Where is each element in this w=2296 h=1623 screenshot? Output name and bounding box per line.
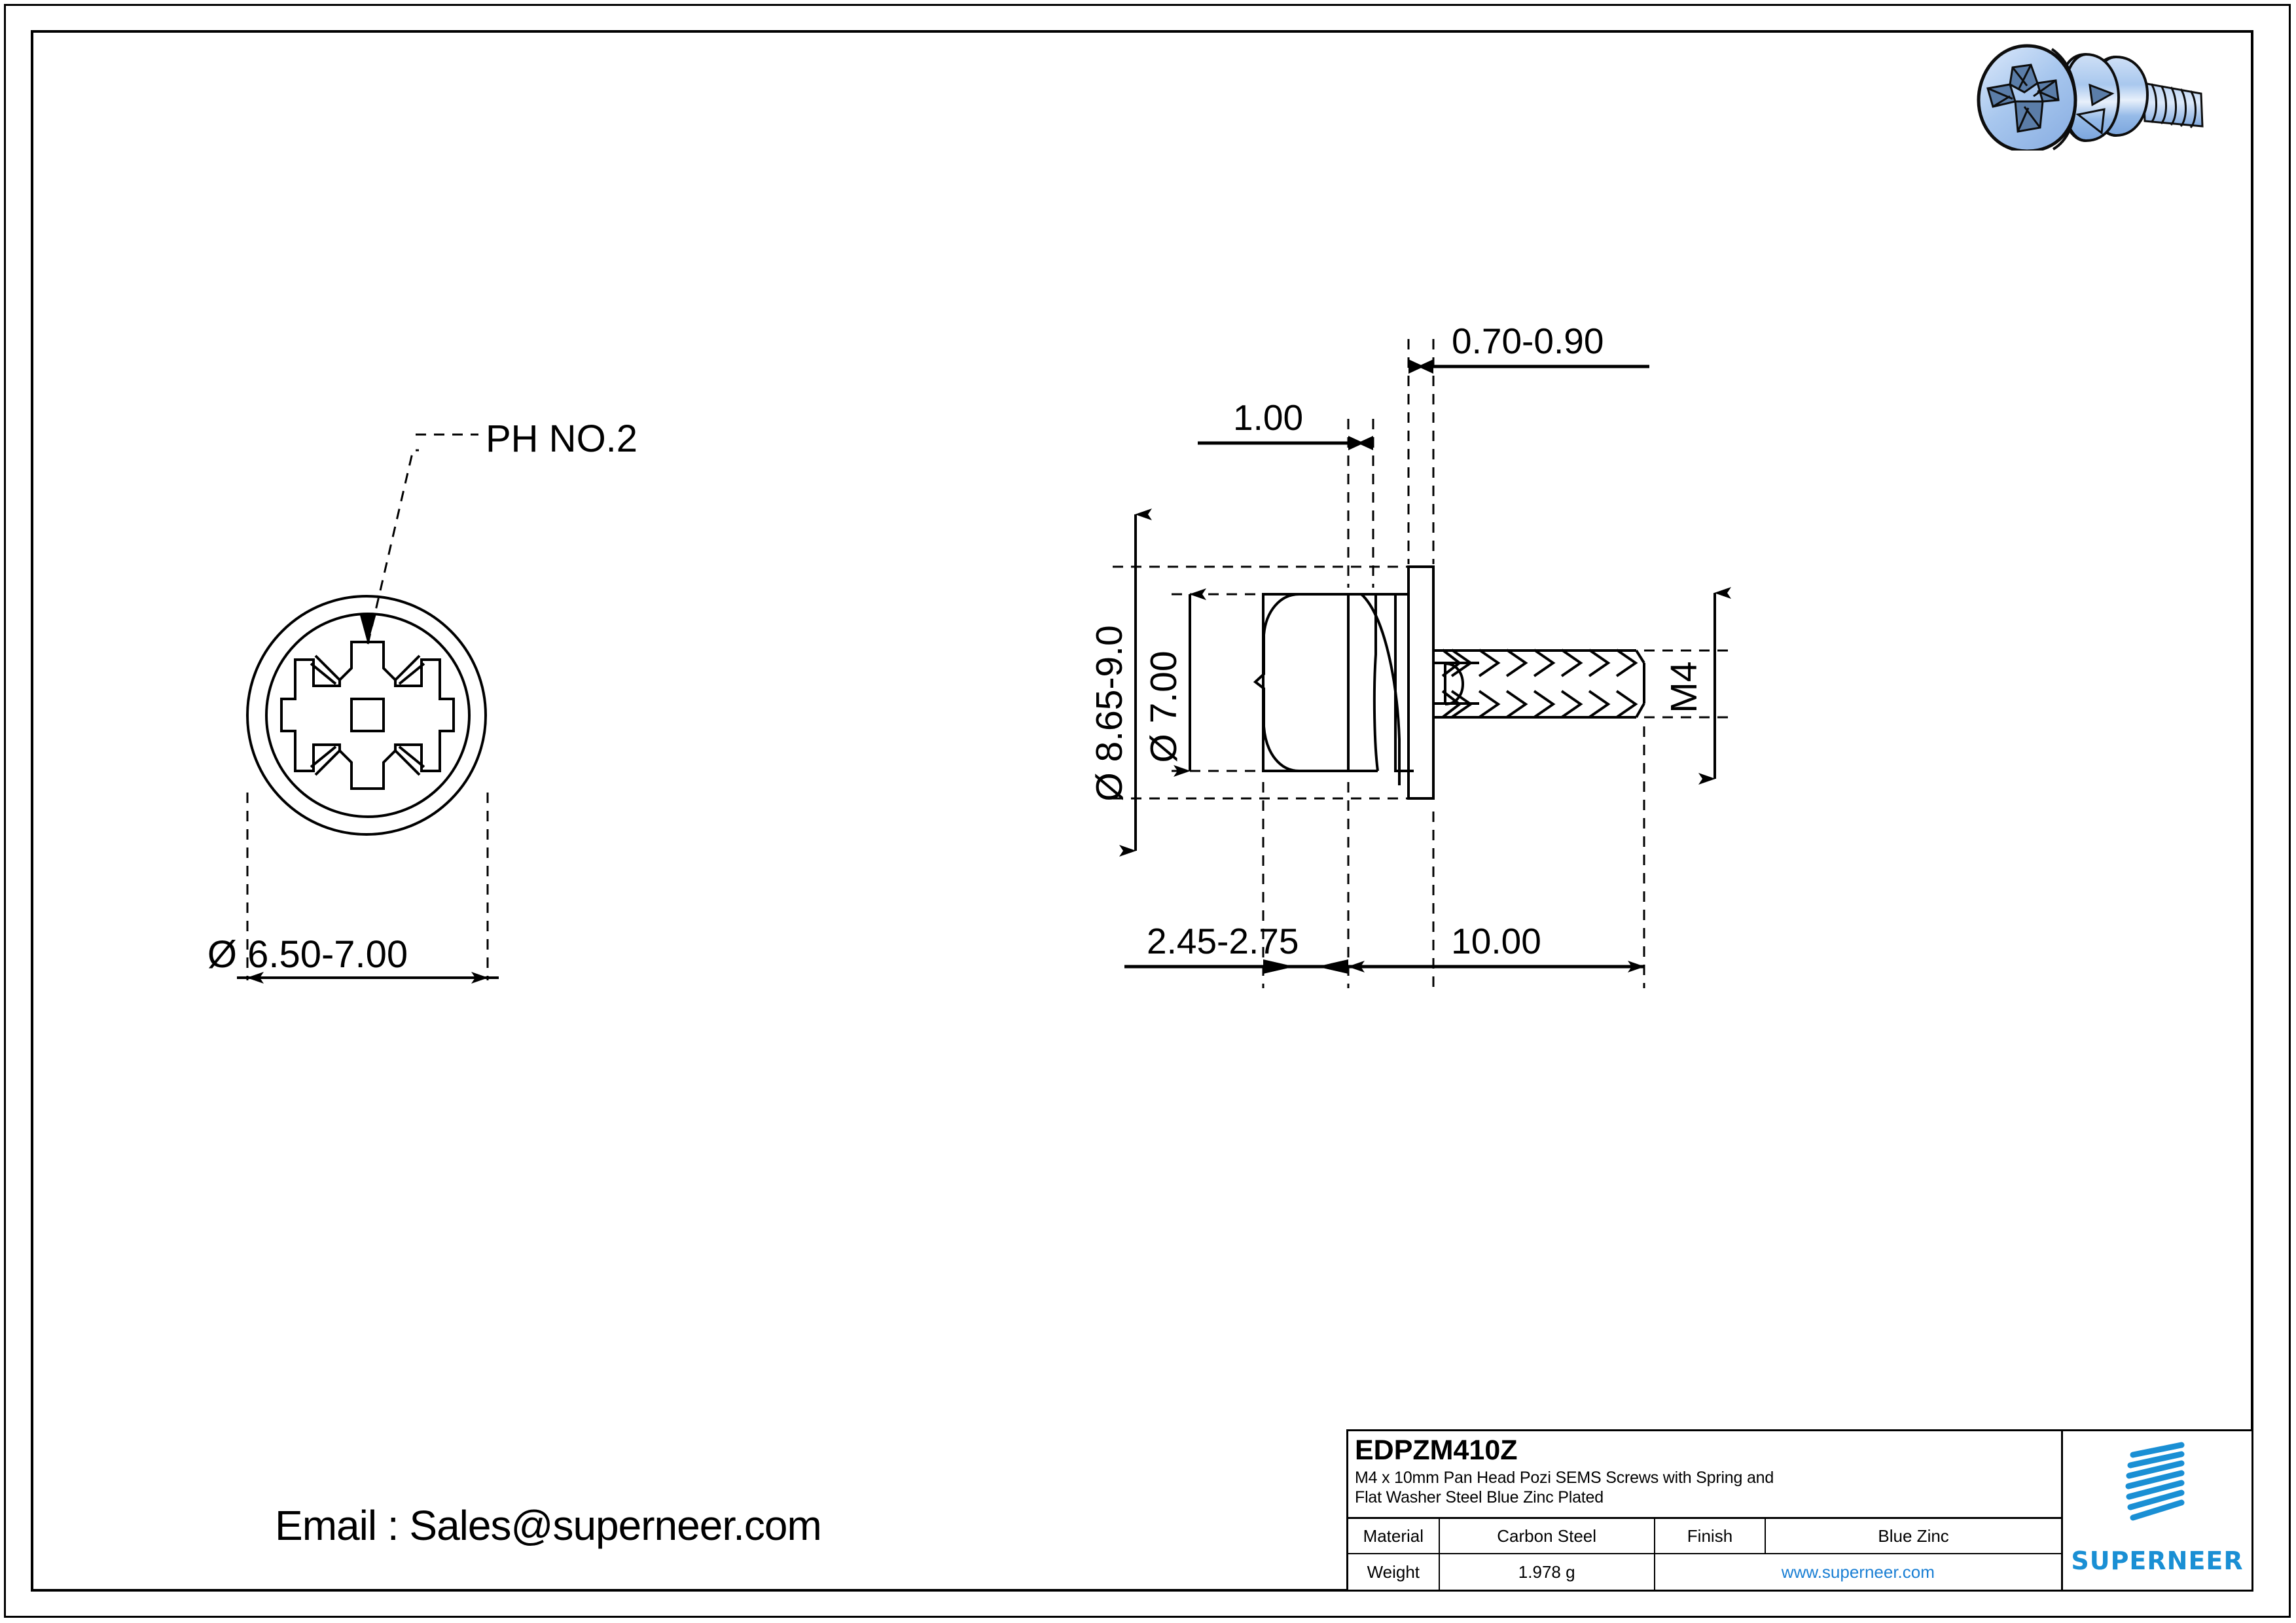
preview-thread	[2142, 82, 2204, 129]
preview-spring-washer	[2060, 52, 2121, 143]
brand-wordmark: SUPERNEER	[2071, 1546, 2244, 1575]
washer-od-label: Ø 8.65-9.0	[1088, 625, 1130, 801]
finish-value: Blue Zinc	[1878, 1525, 1949, 1546]
sheet-outer-border	[4, 4, 2291, 1618]
part-number: EDPZM410Z	[1355, 1435, 1518, 1466]
title-block-weight-row: Weight 1.978 g www.superneer.com	[1348, 1554, 2061, 1590]
front-diameter-label: Ø 6.50-7.00	[207, 933, 408, 976]
finish-label: Finish	[1655, 1519, 1767, 1553]
front-view-group	[237, 433, 499, 984]
material-label: Material	[1348, 1519, 1440, 1553]
sheet-inner-border	[31, 30, 2253, 1592]
title-block-left: EDPZM410Z M4 x 10mm Pan Head Pozi SEMS S…	[1348, 1431, 2063, 1590]
pozidriv-recess	[280, 641, 455, 790]
side-view-group	[1113, 339, 1731, 988]
head-diameter-label: Ø 7.00	[1143, 651, 1185, 762]
contact-email: Email : Sales@superneer.com	[275, 1502, 822, 1549]
title-block-logo-cell: SUPERNEER	[2063, 1431, 2251, 1590]
thread-length-label: 10.00	[1451, 921, 1541, 961]
description-line-2: Flat Washer Steel Blue Zinc Plated	[1355, 1488, 1604, 1507]
flat-washer-profile	[1407, 565, 1435, 800]
title-block-material-row: Material Carbon Steel Finish Blue Zinc	[1348, 1519, 2061, 1554]
website-link[interactable]: www.superneer.com	[1781, 1561, 1935, 1582]
screw-head-profile	[1253, 593, 1300, 772]
head-height-label: 2.45-2.75	[1147, 921, 1299, 961]
weight-value: 1.978 g	[1440, 1554, 1655, 1590]
head-outer-circle	[246, 595, 487, 836]
preview-screw-head	[1977, 44, 2077, 151]
flatwasher-thickness-label: 0.70-0.90	[1452, 321, 1604, 361]
ph-callout-leader	[360, 433, 478, 645]
title-block: EDPZM410Z M4 x 10mm Pan Head Pozi SEMS S…	[1346, 1429, 2253, 1592]
thread-size-label: M4	[1663, 661, 1705, 713]
threaded-shank	[1432, 649, 1645, 719]
screw-head-body	[1299, 593, 1350, 772]
weight-label: Weight	[1348, 1554, 1440, 1590]
head-inner-circle	[265, 613, 471, 818]
material-value: Carbon Steel	[1440, 1519, 1655, 1553]
isometric-screw-preview	[1977, 44, 2204, 151]
superneer-logo-icon	[2125, 1442, 2185, 1521]
ph-callout-label: PH NO.2	[486, 418, 637, 460]
description-line-1: M4 x 10mm Pan Head Pozi SEMS Screws with…	[1355, 1469, 1774, 1487]
springwasher-thickness-label: 1.00	[1233, 397, 1303, 438]
spring-washer-profile	[1347, 593, 1414, 785]
title-block-description-cell: EDPZM410Z M4 x 10mm Pan Head Pozi SEMS S…	[1348, 1431, 2061, 1519]
